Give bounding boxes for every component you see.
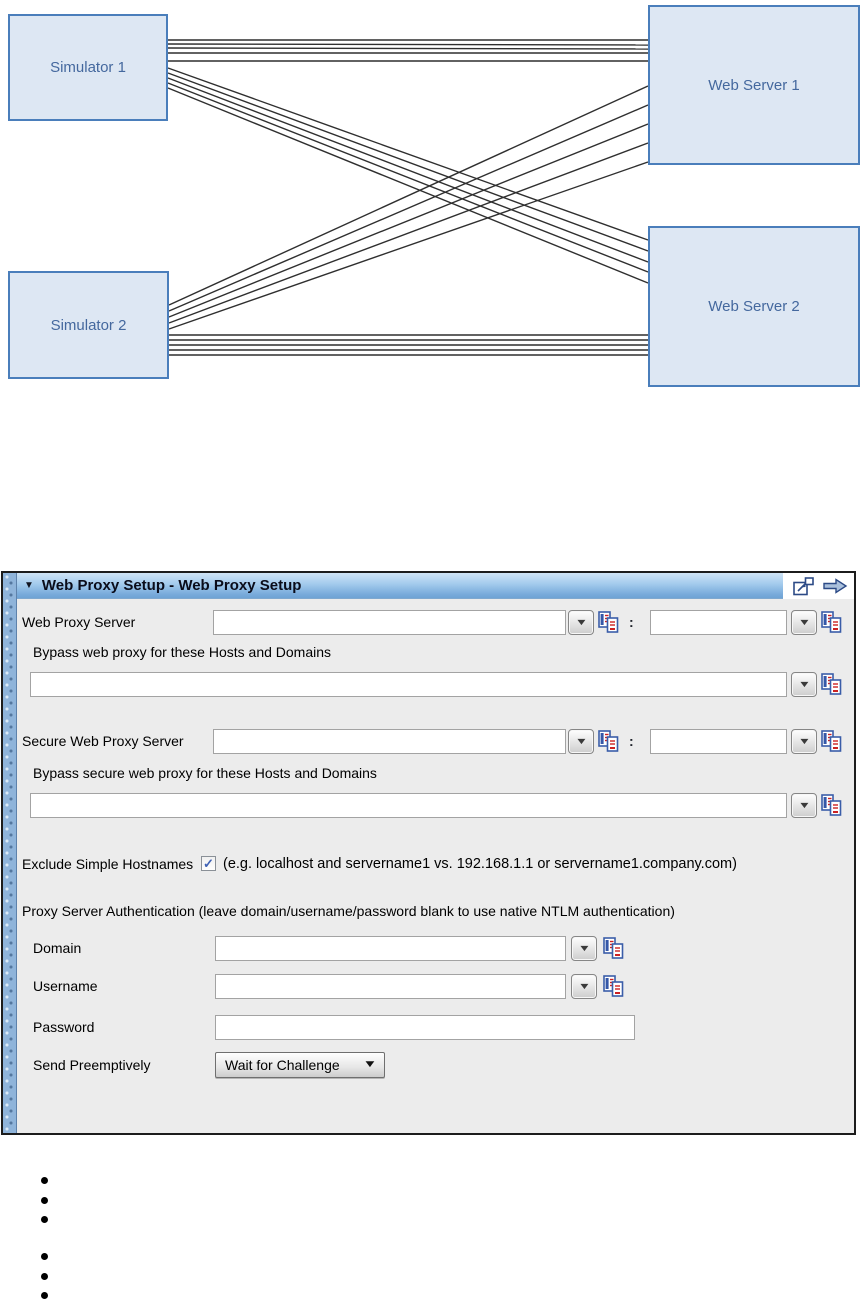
bypass-secure-web-proxy-dropdown-button[interactable]: ▼ [791, 793, 817, 818]
send-preemptively-value: Wait for Challenge [225, 1057, 340, 1073]
node-web-server-2: Web Server 2 [648, 226, 860, 387]
exclude-simple-hostnames-hint: (e.g. localhost and servername1 vs. 192.… [223, 856, 737, 872]
chevron-down-icon: ▼ [574, 617, 588, 627]
chevron-down-icon: ▼ [797, 617, 811, 627]
panel-grip-handle[interactable] [3, 573, 17, 1133]
web-proxy-port-dropdown-button[interactable]: ▼ [791, 610, 817, 635]
property-expansion-icon[interactable] [821, 730, 843, 754]
send-preemptively-label: Send Preemptively [33, 1057, 151, 1073]
bypass-web-proxy-input[interactable] [30, 672, 787, 697]
chevron-down-icon: ▼ [577, 981, 591, 991]
bullet-dot [41, 1177, 48, 1184]
node-label: Web Server 2 [708, 298, 800, 315]
property-expansion-icon[interactable] [603, 937, 625, 961]
bypass-secure-web-proxy-input[interactable] [30, 793, 787, 818]
proxy-auth-heading: Proxy Server Authentication (leave domai… [22, 903, 675, 919]
property-expansion-icon[interactable] [821, 611, 843, 635]
panel-title: Web Proxy Setup - Web Proxy Setup [41, 577, 302, 594]
bullet-dot [41, 1216, 48, 1223]
topology-diagram: Simulator 1 Web Server 1 Simulator 2 Web… [0, 0, 866, 430]
bullet-dot [41, 1253, 48, 1260]
check-icon: ✓ [203, 855, 214, 871]
secure-web-proxy-host-dropdown-button[interactable]: ▼ [568, 729, 594, 754]
domain-label: Domain [33, 940, 82, 956]
bypass-web-proxy-label: Bypass web proxy for these Hosts and Dom… [33, 644, 332, 660]
chevron-down-icon: ▼ [577, 943, 591, 953]
bullet-dot [41, 1272, 48, 1280]
property-expansion-icon[interactable] [598, 730, 620, 754]
web-proxy-host-input[interactable] [213, 610, 566, 635]
password-label: Password [33, 1019, 95, 1035]
username-dropdown-button[interactable]: ▼ [571, 974, 597, 999]
bypass-web-proxy-dropdown-button[interactable]: ▼ [791, 672, 817, 697]
node-simulator-1: Simulator 1 [8, 14, 168, 121]
username-input[interactable] [215, 974, 566, 999]
chevron-down-icon: ▼ [574, 736, 588, 746]
node-label: Simulator 2 [50, 316, 127, 334]
bullet-group [41, 1177, 48, 1223]
panel-titlebar-header[interactable]: ▼ Web Proxy Setup - Web Proxy Setup [17, 573, 783, 599]
forward-arrow-icon[interactable] [822, 577, 848, 595]
property-expansion-icon[interactable] [603, 975, 625, 999]
popout-window-icon[interactable] [792, 576, 815, 597]
secure-web-proxy-server-label: Secure Web Proxy Server [22, 733, 184, 749]
exclude-simple-hostnames-label: Exclude Simple Hostnames [22, 856, 194, 872]
chevron-down-icon: ▼ [362, 1059, 378, 1070]
web-proxy-host-dropdown-button[interactable]: ▼ [568, 610, 594, 635]
bullet-dot [41, 1292, 48, 1299]
property-expansion-icon[interactable] [821, 794, 843, 818]
secure-web-proxy-host-input[interactable] [213, 729, 566, 754]
port-separator: : [629, 614, 634, 630]
chevron-down-icon: ▼ [797, 800, 811, 810]
domain-input[interactable] [215, 936, 566, 961]
panel-body: ▼ Web Proxy Setup - Web Proxy Setup [17, 573, 854, 1133]
bullet-dot [41, 1196, 48, 1204]
secure-web-proxy-port-dropdown-button[interactable]: ▼ [791, 729, 817, 754]
web-proxy-port-input[interactable] [650, 610, 787, 635]
bypass-secure-web-proxy-label: Bypass secure web proxy for these Hosts … [33, 765, 377, 781]
panel-titlebar: ▼ Web Proxy Setup - Web Proxy Setup [17, 573, 854, 599]
password-input[interactable] [215, 1015, 635, 1040]
secure-web-proxy-port-input[interactable] [650, 729, 787, 754]
node-label: Simulator 1 [50, 59, 126, 76]
domain-dropdown-button[interactable]: ▼ [571, 936, 597, 961]
web-proxy-server-label: Web Proxy Server [22, 614, 136, 630]
node-web-server-1: Web Server 1 [648, 5, 860, 165]
port-separator: : [629, 733, 634, 749]
send-preemptively-select[interactable]: Wait for Challenge ▼ [215, 1052, 385, 1078]
web-proxy-setup-panel: ▼ Web Proxy Setup - Web Proxy Setup [1, 571, 856, 1135]
property-expansion-icon[interactable] [598, 611, 620, 635]
node-label: Web Server 1 [708, 76, 800, 94]
titlebar-icons [783, 573, 854, 599]
username-label: Username [33, 978, 98, 994]
chevron-down-icon: ▼ [797, 679, 811, 689]
node-simulator-2: Simulator 2 [8, 271, 169, 379]
connection-lines [167, 39, 649, 356]
exclude-simple-hostnames-checkbox[interactable]: ✓ [201, 856, 216, 871]
bullet-group [41, 1253, 48, 1299]
collapse-triangle-icon[interactable]: ▼ [24, 580, 34, 591]
property-expansion-icon[interactable] [821, 673, 843, 697]
chevron-down-icon: ▼ [797, 736, 811, 746]
